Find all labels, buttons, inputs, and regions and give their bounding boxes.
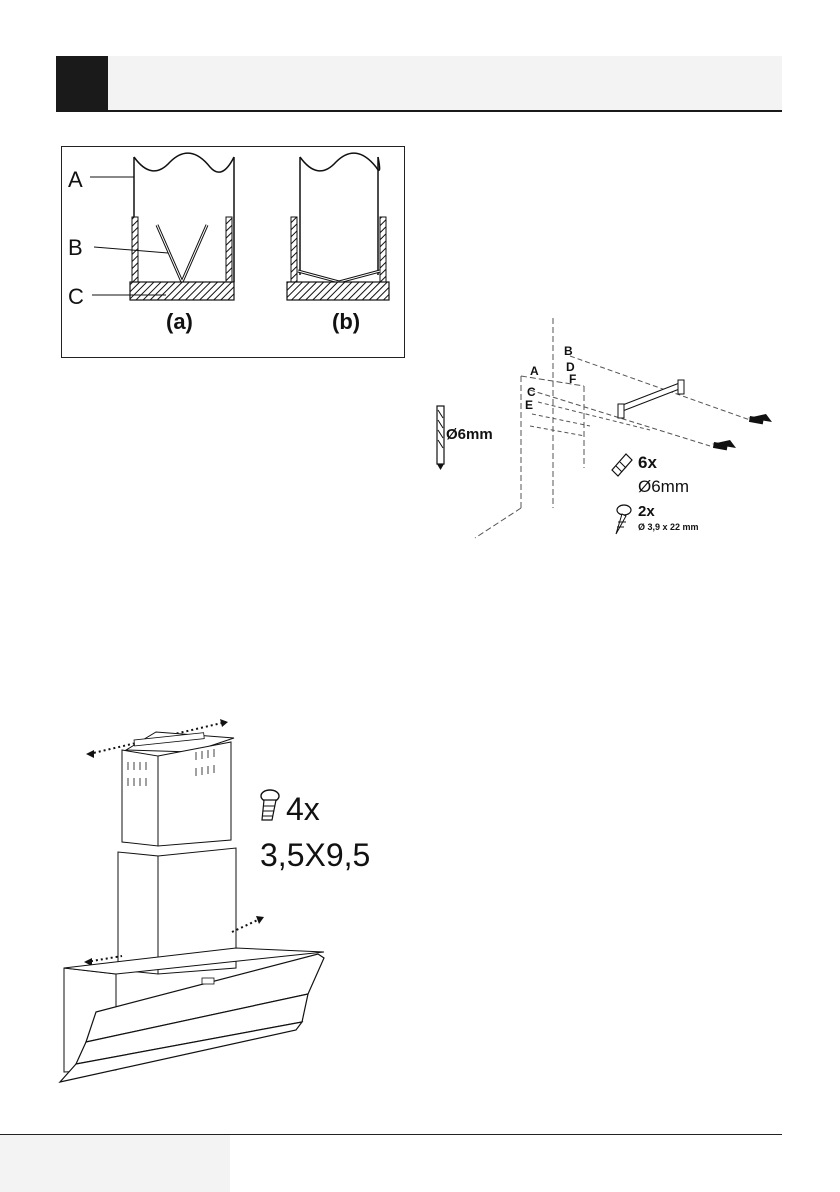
label-a: A: [68, 167, 83, 192]
label-b: B: [68, 235, 83, 260]
hood-screw-size: 3,5X9,5: [260, 837, 370, 873]
label-f2: F: [569, 372, 576, 386]
hood-screw-icon: [261, 790, 279, 820]
label-b2: B: [564, 344, 573, 358]
drill-size: Ø6mm: [446, 426, 493, 443]
caption-b: (b): [332, 309, 360, 334]
dowel-qty: 6x: [638, 453, 657, 472]
label-e2: E: [525, 398, 533, 412]
figure-chimney-seal: A B C (a) (b): [61, 146, 405, 358]
figure-wall-bracket: Ø6mm B A D F C E 6x Ø6mm: [420, 318, 782, 548]
footer-box: [0, 1135, 230, 1192]
label-c2: C: [527, 385, 536, 399]
label-a2: A: [530, 364, 539, 378]
dowel-size: Ø6mm: [638, 477, 689, 496]
screw-size: Ø 3,9 x 22 mm: [638, 522, 699, 532]
section-number-block: [56, 56, 108, 110]
screw-icon: [616, 505, 631, 534]
cooker-hood-diagram: 4x 3,5X9,5: [56, 712, 396, 1092]
figure-cooker-hood: 4x 3,5X9,5: [56, 712, 396, 1092]
wall-plug-icon: [612, 454, 632, 476]
wall-bracket-diagram: Ø6mm B A D F C E 6x Ø6mm: [420, 318, 782, 548]
screw-qty: 2x: [638, 503, 655, 520]
label-c: C: [68, 284, 84, 309]
chimney-seal-diagram: A B C (a) (b): [62, 147, 404, 357]
section-header-bar: [56, 56, 782, 112]
hood-screw-qty: 4x: [286, 791, 320, 827]
caption-a: (a): [166, 309, 193, 334]
